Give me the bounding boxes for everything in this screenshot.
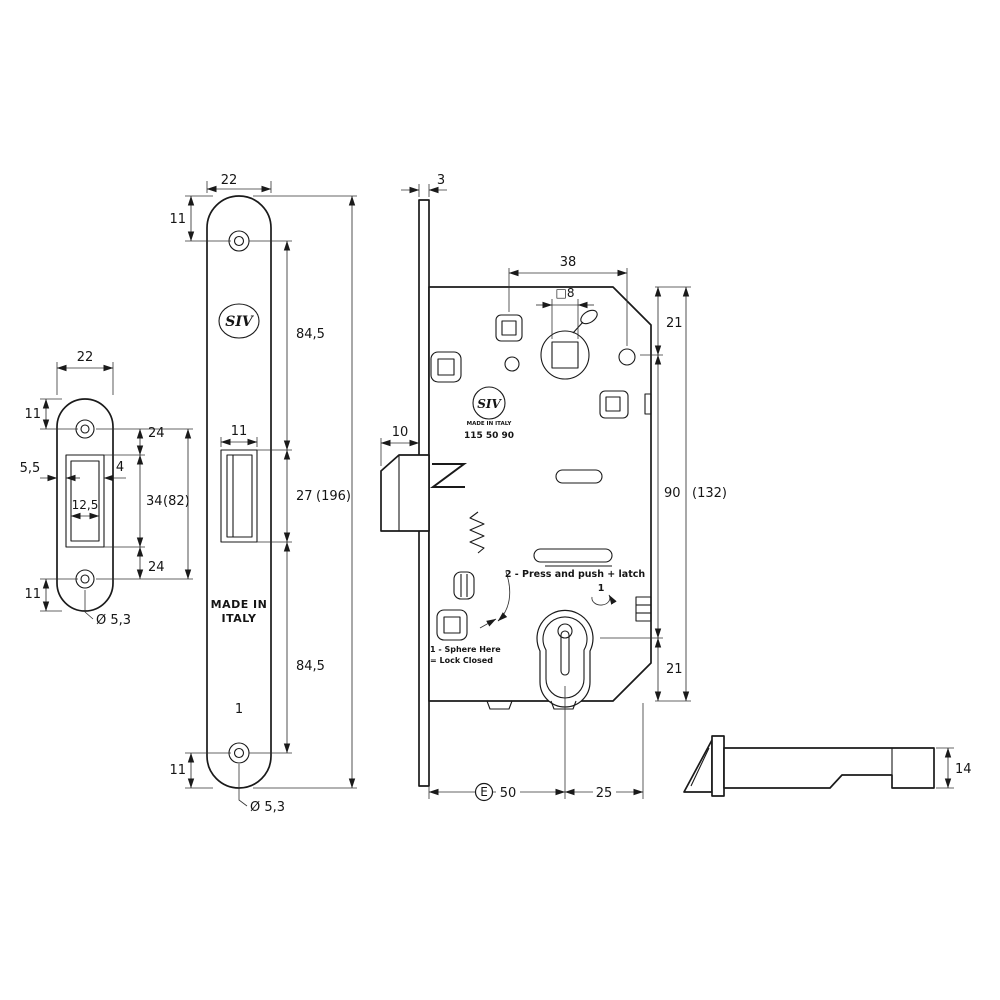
faceplate-dim-hole-bottom: 11 [169, 763, 186, 778]
lever-slot-lower [533, 548, 613, 563]
faceplate-latch-opening [220, 449, 258, 543]
sphere-stop [453, 571, 475, 600]
made-in-line2: ITALY [221, 612, 257, 625]
note-turn-number: 1 [598, 583, 605, 594]
lock-dim-centers: 90 [664, 486, 681, 501]
variant-number: 1 [235, 702, 243, 717]
latch-bolt-dimensions: 14 [936, 747, 972, 789]
lock-case-outline [428, 286, 652, 702]
backset-symbol-circle [474, 782, 494, 802]
press-direction-arrow [497, 571, 511, 622]
strike-dim-box-height: 34 [146, 494, 163, 509]
top-adjuster [495, 314, 523, 342]
strike-dim-span-top: 24 [148, 426, 165, 441]
model-code: 115 50 90 [464, 431, 514, 441]
lock-backset-value: 50 [500, 786, 517, 801]
note-sphere-line1: 1 - Sphere Here [430, 645, 501, 654]
lock-dim-top-margin: 21 [666, 316, 683, 331]
lock-dim-follower-offset: 38 [560, 255, 577, 270]
latch-bolt-dim-height: 14 [955, 762, 972, 777]
fixing-hole-right [618, 348, 636, 366]
siv-logo-badge [218, 303, 260, 339]
handle-follower [540, 330, 590, 380]
lock-backset-label: E [480, 785, 488, 799]
strike-dimensions: 22 11 5,5 4 12,5 24 34 [20, 350, 193, 628]
faceplate-outline [206, 195, 272, 789]
euro-cylinder-profile [536, 609, 594, 708]
follower-detent [580, 309, 598, 325]
siv-logo-text: SIV [225, 314, 255, 330]
mounting-foot-left [486, 700, 513, 710]
stop-block [599, 390, 629, 419]
lock-internals: SIV MADE IN ITALY 115 50 90 2 - Press an… [380, 309, 652, 710]
faceplate-dim-latch-height: 27 [296, 489, 313, 504]
latch-bolt-view: 14 [683, 735, 972, 797]
strike-dim-hole-dia: Ø 5,3 [96, 613, 131, 628]
lock-dim-bottom-margin: 21 [666, 662, 683, 677]
strike-dim-hole-top: 11 [24, 407, 41, 422]
strike-box-inner [70, 460, 100, 542]
faceplate-view: SIV MADE IN ITALY 1 22 11 8 [169, 173, 357, 815]
faceplate-dim-span-top: 84,5 [296, 327, 325, 342]
mounting-foot-right [550, 700, 577, 710]
latch-bolt-tail [723, 747, 935, 789]
lock-logo-text: SIV [477, 397, 502, 411]
lock-made-in: MADE IN ITALY [467, 421, 513, 427]
latch-face [226, 454, 253, 538]
faceplate-dim-span-bottom: 84,5 [296, 659, 325, 674]
lock-dim-overall: (132) [692, 486, 727, 501]
strike-dim-span-bottom: 24 [148, 560, 165, 575]
coil-spring [469, 511, 485, 554]
made-in-line1: MADE IN [211, 598, 268, 611]
pivot-hole [504, 356, 520, 372]
lock-dim-spindle-square: □8 [556, 286, 575, 300]
keyhole [557, 623, 573, 639]
strike-plate-view: 22 11 5,5 4 12,5 24 34 [20, 350, 193, 628]
sphere-pointer-arrow [479, 618, 497, 629]
fixing-post-bottom [436, 609, 468, 641]
strike-dim-lip: 5,5 [20, 461, 41, 476]
latch-bolt-flange [711, 735, 725, 797]
faceplate-dim-width: 22 [221, 173, 238, 188]
strike-dim-hole-bottom: 11 [24, 587, 41, 602]
strike-dim-box-width: 12,5 [72, 498, 99, 512]
latch-bolt-head [380, 454, 430, 532]
strike-box-outer [65, 454, 105, 548]
strike-dim-width: 22 [77, 350, 94, 365]
lock-dim-cylinder-to-edge: 25 [596, 786, 613, 801]
faceplate-dimensions: 22 11 84,5 27 (196) 84,5 [169, 173, 357, 815]
lock-dim-latch-projection: 10 [392, 425, 409, 440]
siv-logo-stamp [472, 386, 506, 420]
note-press: 2 - Press and push + latch [505, 569, 646, 580]
lock-body-view: SIV MADE IN ITALY 115 50 90 2 - Press an… [380, 173, 727, 802]
lever-slot-upper [555, 469, 603, 484]
faceplate-dim-hole-top: 11 [169, 212, 186, 227]
strike-dim-side: 4 [116, 460, 124, 475]
faceplate-dim-overall: (196) [316, 489, 351, 504]
faceplate-dim-latch-width: 11 [231, 424, 248, 439]
lock-dimensions: 3 38 □8 10 21 90 [380, 173, 727, 802]
note-sphere-line2: = Lock Closed [430, 656, 493, 665]
turn-arrow [591, 594, 617, 606]
spindle-square-hole [551, 341, 579, 369]
latch-spring [429, 463, 468, 488]
strike-dim-overall: (82) [163, 494, 190, 509]
lock-dim-plate-thickness: 3 [437, 173, 445, 188]
fixing-post-left [430, 351, 462, 383]
latch-bolt-bevel-tip [683, 739, 713, 793]
faceplate-dim-hole-dia: Ø 5,3 [250, 800, 285, 815]
edge-stop [635, 596, 652, 622]
